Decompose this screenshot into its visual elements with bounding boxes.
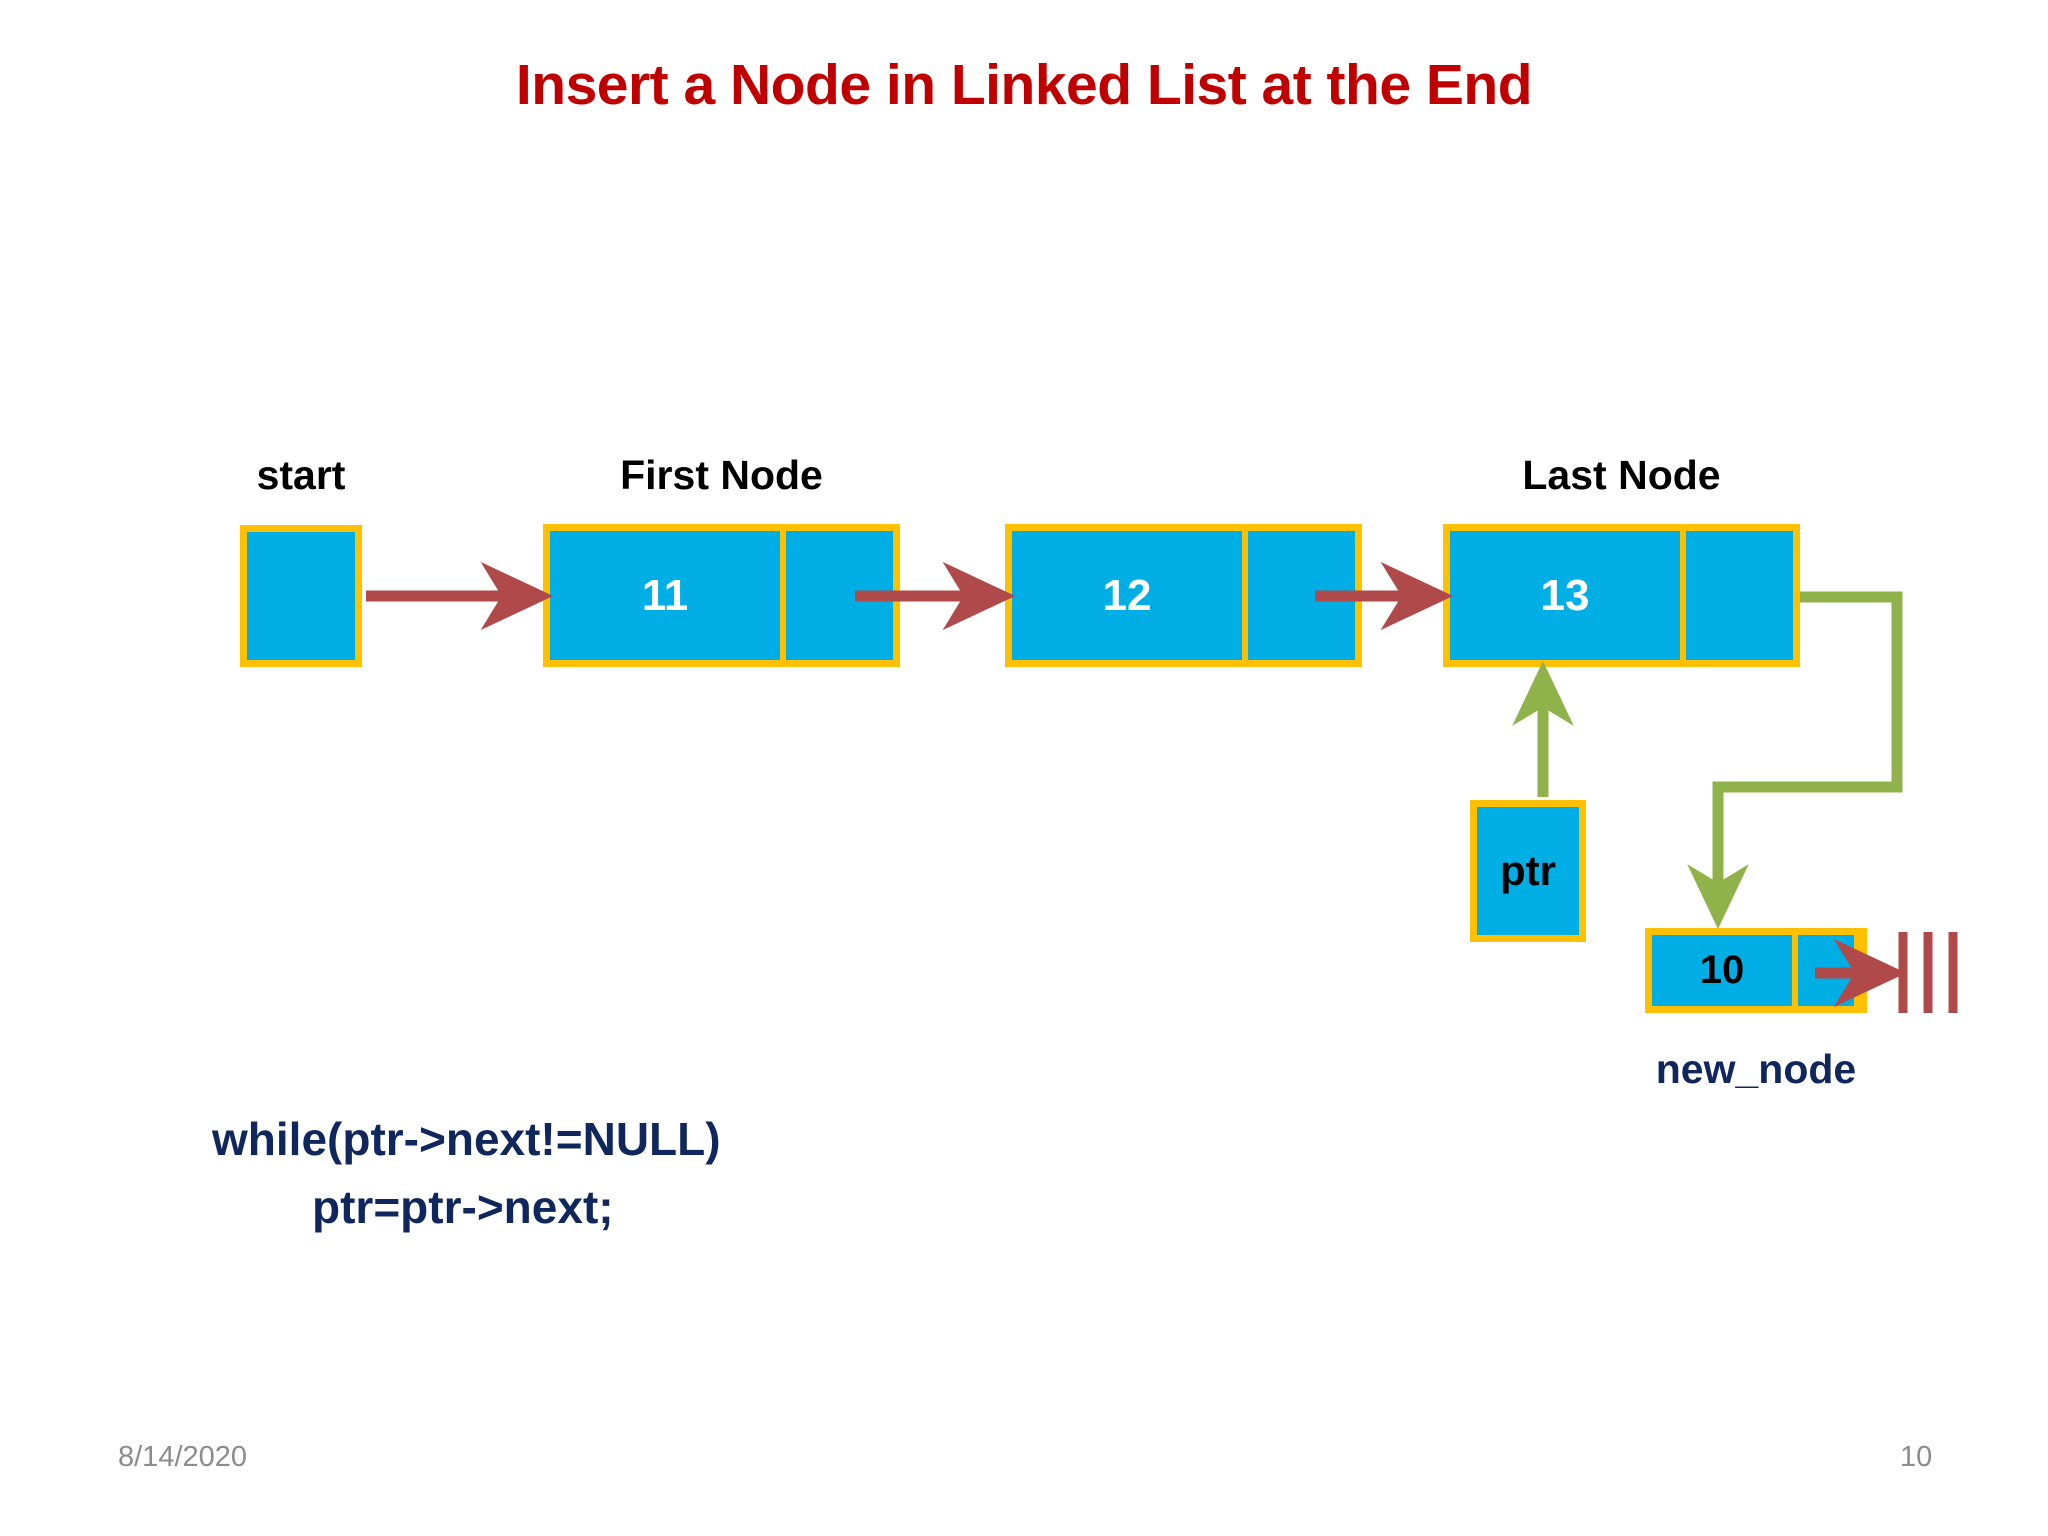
node-pointer-cell (780, 531, 893, 660)
node-data-cell: 13 (1450, 531, 1680, 660)
list-node-3: 13 (1443, 524, 1800, 667)
new-node-box: 10 (1645, 928, 1867, 1013)
code-line-advance: ptr=ptr->next; (312, 1181, 614, 1233)
label-start: start (256, 452, 346, 498)
code-line-while: while(ptr->next!=NULL) (212, 1113, 721, 1165)
node-pointer-cell (1680, 531, 1793, 660)
page-title: Insert a Node in Linked List at the End (515, 53, 1533, 117)
footer-date: 8/14/2020 (118, 1441, 248, 1473)
node-data-cell: 11 (550, 531, 780, 660)
label-last-node: Last Node (1522, 452, 1721, 498)
list-node-1: 11 (543, 524, 900, 667)
label-new-node: new_node (1655, 1046, 1857, 1092)
new-node-data-cell: 10 (1652, 935, 1792, 1006)
new-node-pointer-cell (1792, 935, 1854, 1006)
node-pointer-cell (1242, 531, 1355, 660)
ptr-box: ptr (1470, 800, 1586, 942)
node-data-cell: 12 (1012, 531, 1242, 660)
list-node-2: 12 (1005, 524, 1362, 667)
null-ground-icon (1898, 932, 1958, 1013)
label-first-node: First Node (620, 452, 823, 498)
ptr-box-label: ptr (1500, 847, 1556, 894)
footer-page-number: 10 (1900, 1441, 1933, 1473)
start-box (240, 525, 362, 667)
